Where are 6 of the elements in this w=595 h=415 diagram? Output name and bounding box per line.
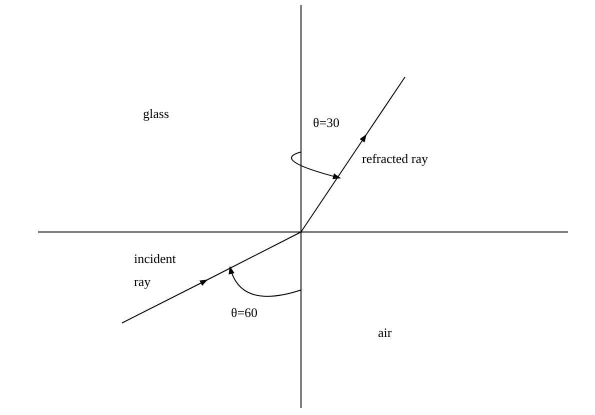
angle-label: θ=60 bbox=[231, 304, 258, 322]
region-label: air bbox=[378, 324, 392, 342]
region-label: glass bbox=[143, 105, 169, 123]
angle-label: θ=30 bbox=[313, 114, 340, 132]
ray-label: incident ray bbox=[134, 250, 177, 291]
ray-label: refracted ray bbox=[362, 150, 428, 168]
